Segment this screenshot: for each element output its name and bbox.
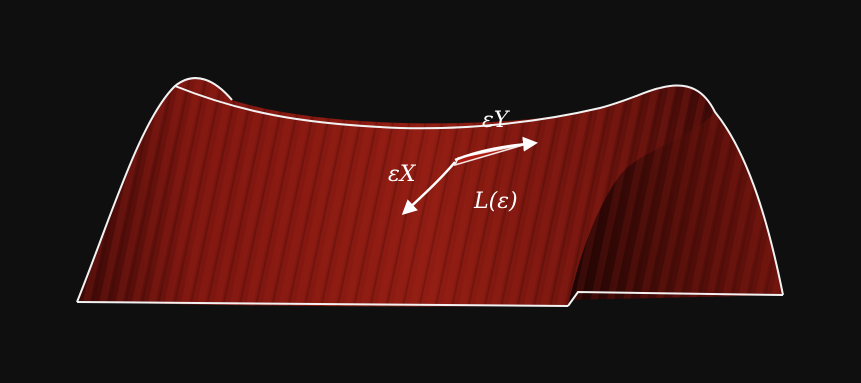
eps-y-arrow: [454, 136, 538, 162]
eps-y-label: εY: [482, 108, 511, 133]
eps-x-label: εX: [388, 162, 417, 187]
right-bottom-edge: [567, 290, 784, 307]
right-arch-edge: [659, 84, 784, 296]
eps-x-arrow: [401, 161, 456, 216]
front-bottom-edge: [76, 301, 569, 307]
loop-label: L(ε): [473, 189, 518, 214]
surface-edges: [76, 77, 784, 307]
top-saddle-edge: [174, 85, 661, 130]
saddle-surface-stripes: [77, 78, 715, 307]
left-arch-edge: [76, 77, 233, 303]
loop-curve: [453, 142, 531, 167]
